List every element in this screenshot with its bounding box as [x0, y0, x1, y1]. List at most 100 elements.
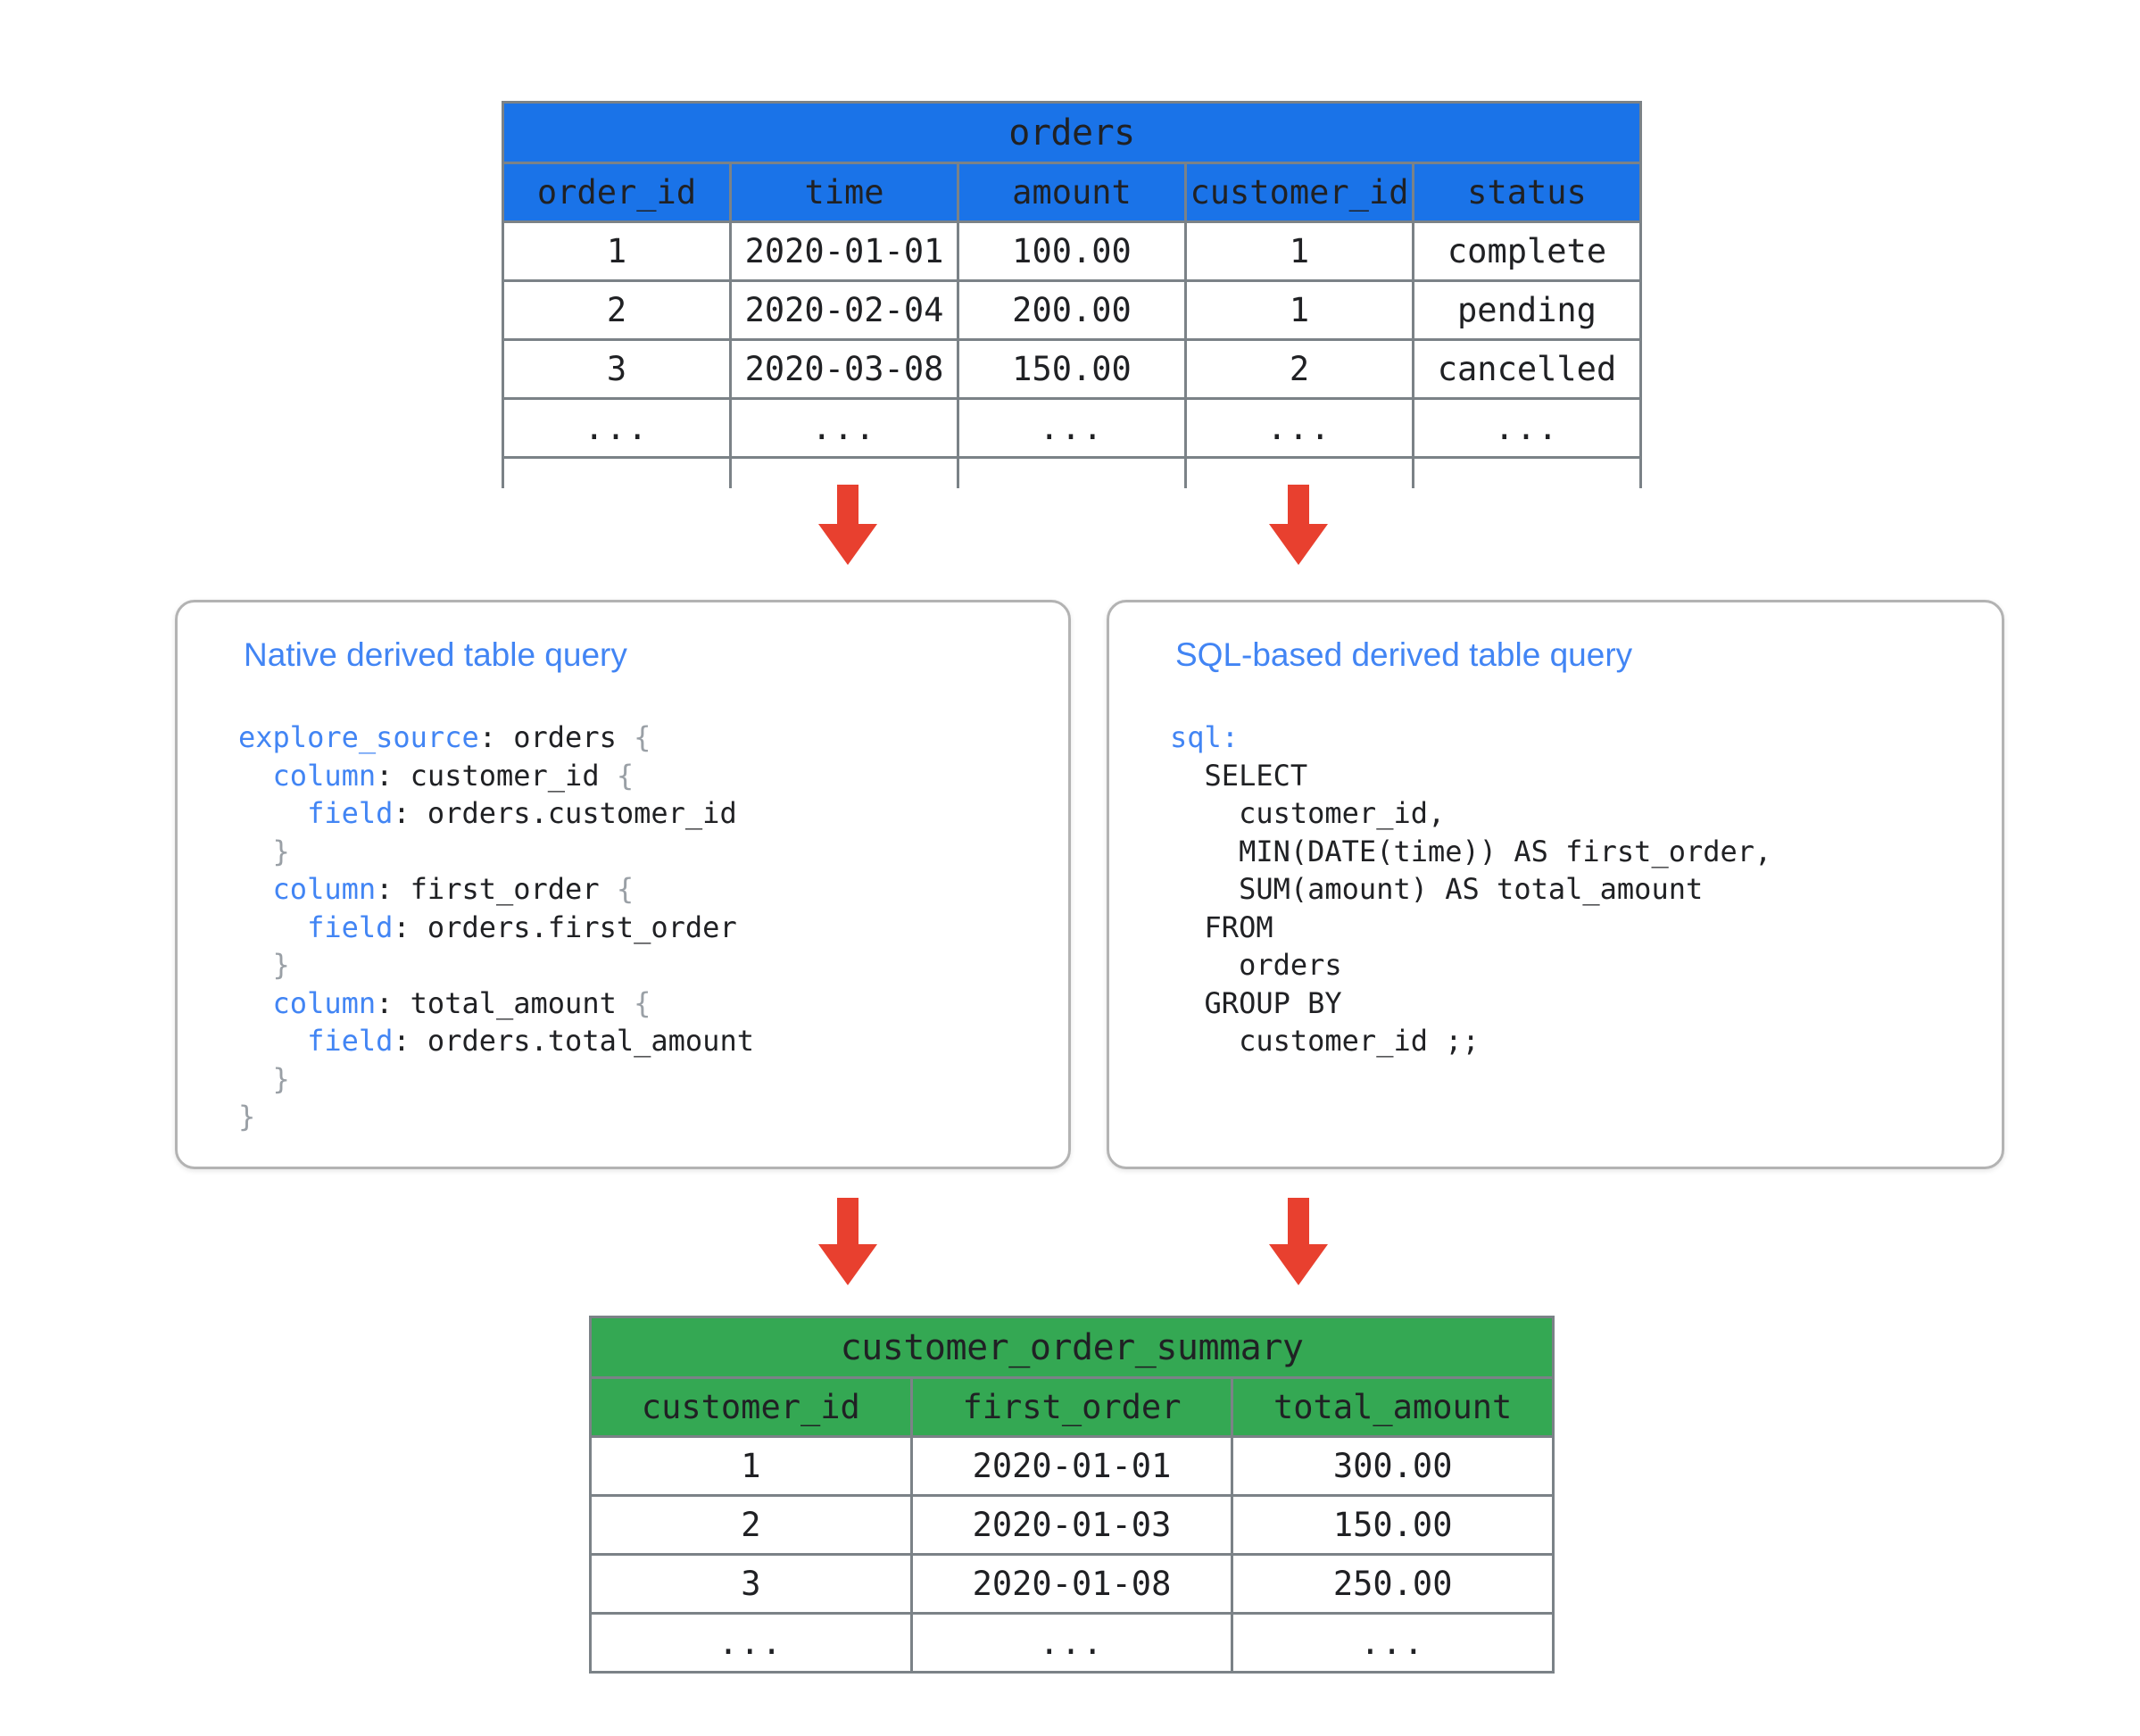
- code-token: [238, 1024, 307, 1058]
- orders-table-title-row: orders: [502, 101, 1642, 164]
- code-token: {: [616, 758, 635, 793]
- code-token: : customer_id: [376, 758, 617, 793]
- code-token: FROM: [1170, 910, 1273, 944]
- table-row-ellipsis: ... ... ... ... ...: [502, 397, 1642, 459]
- table-row: 3 2020-03-08 150.00 2 cancelled: [502, 338, 1642, 400]
- orders-cell: cancelled: [1412, 338, 1642, 400]
- orders-cell: 1: [1184, 279, 1414, 341]
- code-token: }: [238, 1100, 256, 1134]
- orders-cell: [502, 456, 732, 488]
- code-token: GROUP BY: [1170, 985, 1342, 1020]
- code-token: [238, 910, 307, 944]
- code-line: customer_id,: [1170, 794, 1771, 833]
- code-token: [238, 948, 273, 982]
- table-row: 2 2020-01-03 150.00: [589, 1494, 1555, 1556]
- orders-column-header-customer-id: customer_id: [1184, 162, 1414, 223]
- table-row: 2 2020-02-04 200.00 1 pending: [502, 279, 1642, 341]
- orders-cell: [1412, 456, 1642, 488]
- orders-cell-ellipsis: ...: [1412, 397, 1642, 459]
- orders-cell-ellipsis: ...: [729, 397, 959, 459]
- code-line: customer_id ;;: [1170, 1022, 1771, 1060]
- orders-cell-ellipsis: ...: [957, 397, 1187, 459]
- code-token: :: [1221, 720, 1240, 754]
- orders-cell: 2020-01-01: [729, 220, 959, 282]
- arrow-head: [1269, 1244, 1328, 1285]
- code-token: [238, 759, 273, 793]
- code-token: MIN(DATE(time)) AS first_order,: [1170, 834, 1772, 868]
- code-token: column: [272, 758, 377, 793]
- code-line: field: orders.total_amount: [238, 1022, 754, 1060]
- summary-cell: 2: [589, 1494, 913, 1556]
- orders-cell: 150.00: [957, 338, 1187, 400]
- code-token: {: [634, 720, 651, 754]
- code-token: : orders.total_amount: [393, 1024, 754, 1058]
- orders-cell: 2: [502, 279, 732, 341]
- code-token: field: [307, 1024, 394, 1058]
- code-line: SELECT: [1170, 757, 1771, 795]
- code-token: [238, 986, 273, 1020]
- native-card-title: Native derived table query: [244, 636, 627, 673]
- orders-cell: 100.00: [957, 220, 1187, 282]
- summary-cell: 2020-01-01: [909, 1435, 1234, 1497]
- orders-cell: [1184, 456, 1414, 488]
- code-token: : orders.customer_id: [393, 796, 737, 830]
- code-token: field: [307, 910, 394, 944]
- orders-cell-ellipsis: ...: [502, 397, 732, 459]
- code-line: column: customer_id {: [238, 757, 754, 795]
- summary-cell: 3: [589, 1553, 913, 1615]
- summary-table-header-row: customer_id first_order total_amount: [589, 1376, 1555, 1438]
- code-token: : orders.first_order: [393, 910, 737, 944]
- orders-cell: [729, 456, 959, 488]
- orders-column-header-amount: amount: [957, 162, 1187, 223]
- orders-table-body: orders order_id time amount customer_id …: [502, 101, 1642, 488]
- summary-table-title-row: customer_order_summary: [589, 1316, 1555, 1379]
- arrow-head: [1269, 524, 1328, 565]
- native-derived-table-query-card: Native derived table query explore_sourc…: [175, 600, 1071, 1169]
- code-token: [238, 796, 307, 830]
- table-row-ellipsis: ... ... ...: [589, 1612, 1555, 1674]
- code-line: }: [238, 833, 754, 871]
- code-token: explore_source: [238, 720, 479, 754]
- code-token: [238, 835, 273, 868]
- orders-table-title: orders: [502, 101, 1642, 164]
- code-line: GROUP BY: [1170, 984, 1771, 1023]
- orders-cell: [957, 456, 1187, 488]
- arrow-shaft: [1288, 485, 1309, 526]
- code-token: sql: [1170, 720, 1222, 754]
- summary-cell: 2020-01-03: [909, 1494, 1234, 1556]
- orders-cell: complete: [1412, 220, 1642, 282]
- orders-table-header-row: order_id time amount customer_id status: [502, 162, 1642, 223]
- code-token: }: [272, 1061, 290, 1096]
- code-token: column: [272, 985, 377, 1020]
- code-token: customer_id,: [1170, 796, 1446, 830]
- code-token: SELECT: [1170, 758, 1308, 793]
- orders-cell-ellipsis: ...: [1184, 397, 1414, 459]
- summary-column-header-customer-id: customer_id: [589, 1376, 913, 1438]
- summary-table-title: customer_order_summary: [589, 1316, 1555, 1379]
- orders-cell: 3: [502, 338, 732, 400]
- sql-derived-table-query-card: SQL-based derived table query sql: SELEC…: [1107, 600, 2004, 1169]
- summary-cell: 150.00: [1231, 1494, 1555, 1556]
- native-card-code-block: explore_source: orders { column: custome…: [238, 718, 754, 1136]
- code-line: orders: [1170, 946, 1771, 984]
- summary-cell: 1: [589, 1435, 913, 1497]
- code-line: SUM(amount) AS total_amount: [1170, 870, 1771, 909]
- arrow-shaft: [837, 1198, 858, 1246]
- code-token: [238, 872, 273, 906]
- orders-cell: 200.00: [957, 279, 1187, 341]
- code-line: field: orders.customer_id: [238, 794, 754, 833]
- orders-cell: 1: [502, 220, 732, 282]
- orders-column-header-order-id: order_id: [502, 162, 732, 223]
- code-token: customer_id ;;: [1170, 1024, 1480, 1058]
- summary-cell: 300.00: [1231, 1435, 1555, 1497]
- code-line: field: orders.first_order: [238, 909, 754, 947]
- orders-column-header-status: status: [1412, 162, 1642, 223]
- summary-cell: 2020-01-08: [909, 1553, 1234, 1615]
- code-line: }: [238, 946, 754, 984]
- code-line: }: [238, 1060, 754, 1099]
- code-line: column: first_order {: [238, 870, 754, 909]
- table-row: 1 2020-01-01 300.00: [589, 1435, 1555, 1497]
- arrow-head: [818, 524, 877, 565]
- code-line: MIN(DATE(time)) AS first_order,: [1170, 833, 1771, 871]
- code-line: explore_source: orders {: [238, 718, 754, 757]
